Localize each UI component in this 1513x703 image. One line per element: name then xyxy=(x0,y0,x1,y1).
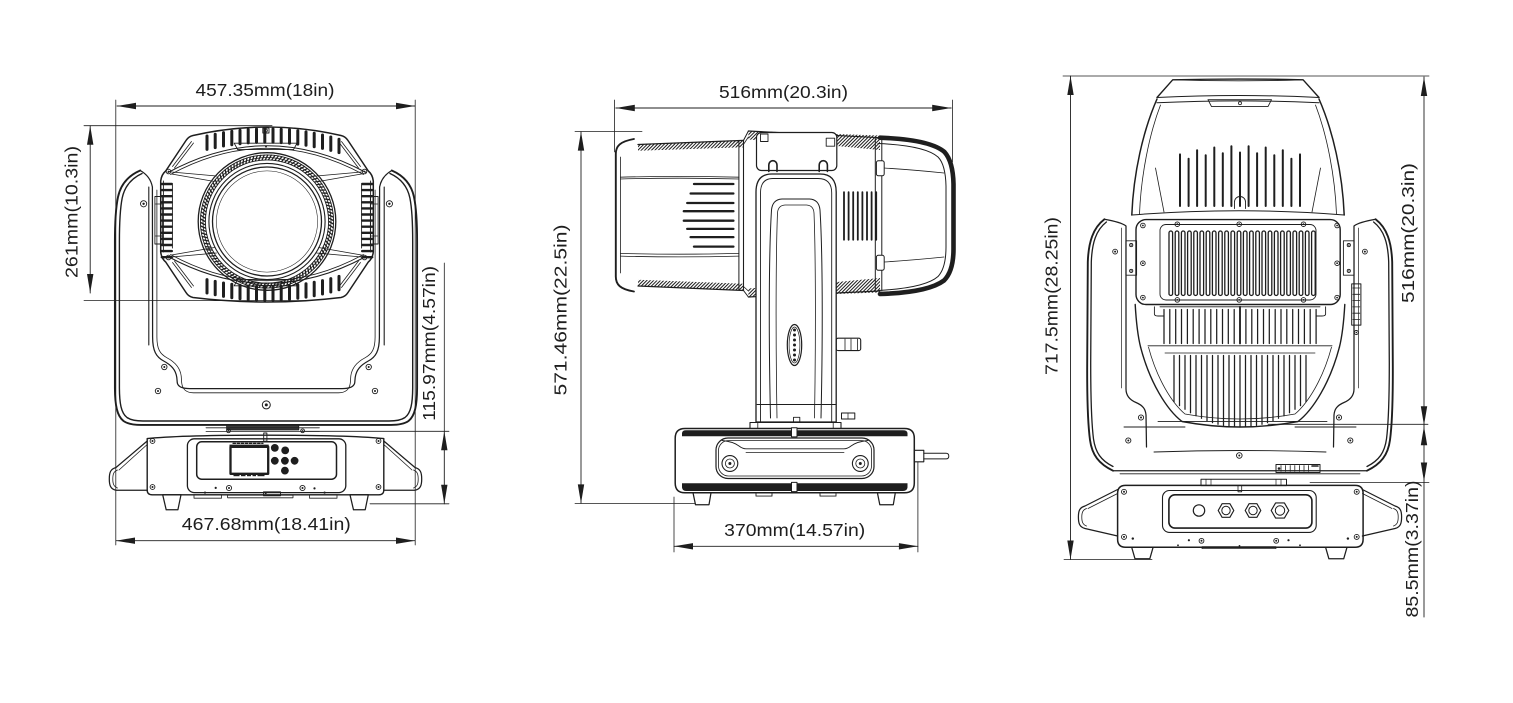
svg-text:370mm(14.57in): 370mm(14.57in) xyxy=(724,520,865,540)
svg-text:115.97mm(4.57in): 115.97mm(4.57in) xyxy=(419,266,439,421)
svg-text:516mm(20.3in): 516mm(20.3in) xyxy=(1398,163,1418,303)
svg-text:457.35mm(18in): 457.35mm(18in) xyxy=(196,80,335,100)
svg-text:717.5mm(28.25in): 717.5mm(28.25in) xyxy=(1042,217,1062,375)
svg-text:261mm(10.3in): 261mm(10.3in) xyxy=(62,146,82,278)
svg-text:571.46mm(22.5in): 571.46mm(22.5in) xyxy=(550,225,570,396)
svg-text:467.68mm(18.41in): 467.68mm(18.41in) xyxy=(182,514,351,534)
svg-text:85.5mm(3.37in): 85.5mm(3.37in) xyxy=(1402,481,1422,618)
svg-text:516mm(20.3in): 516mm(20.3in) xyxy=(719,82,848,102)
